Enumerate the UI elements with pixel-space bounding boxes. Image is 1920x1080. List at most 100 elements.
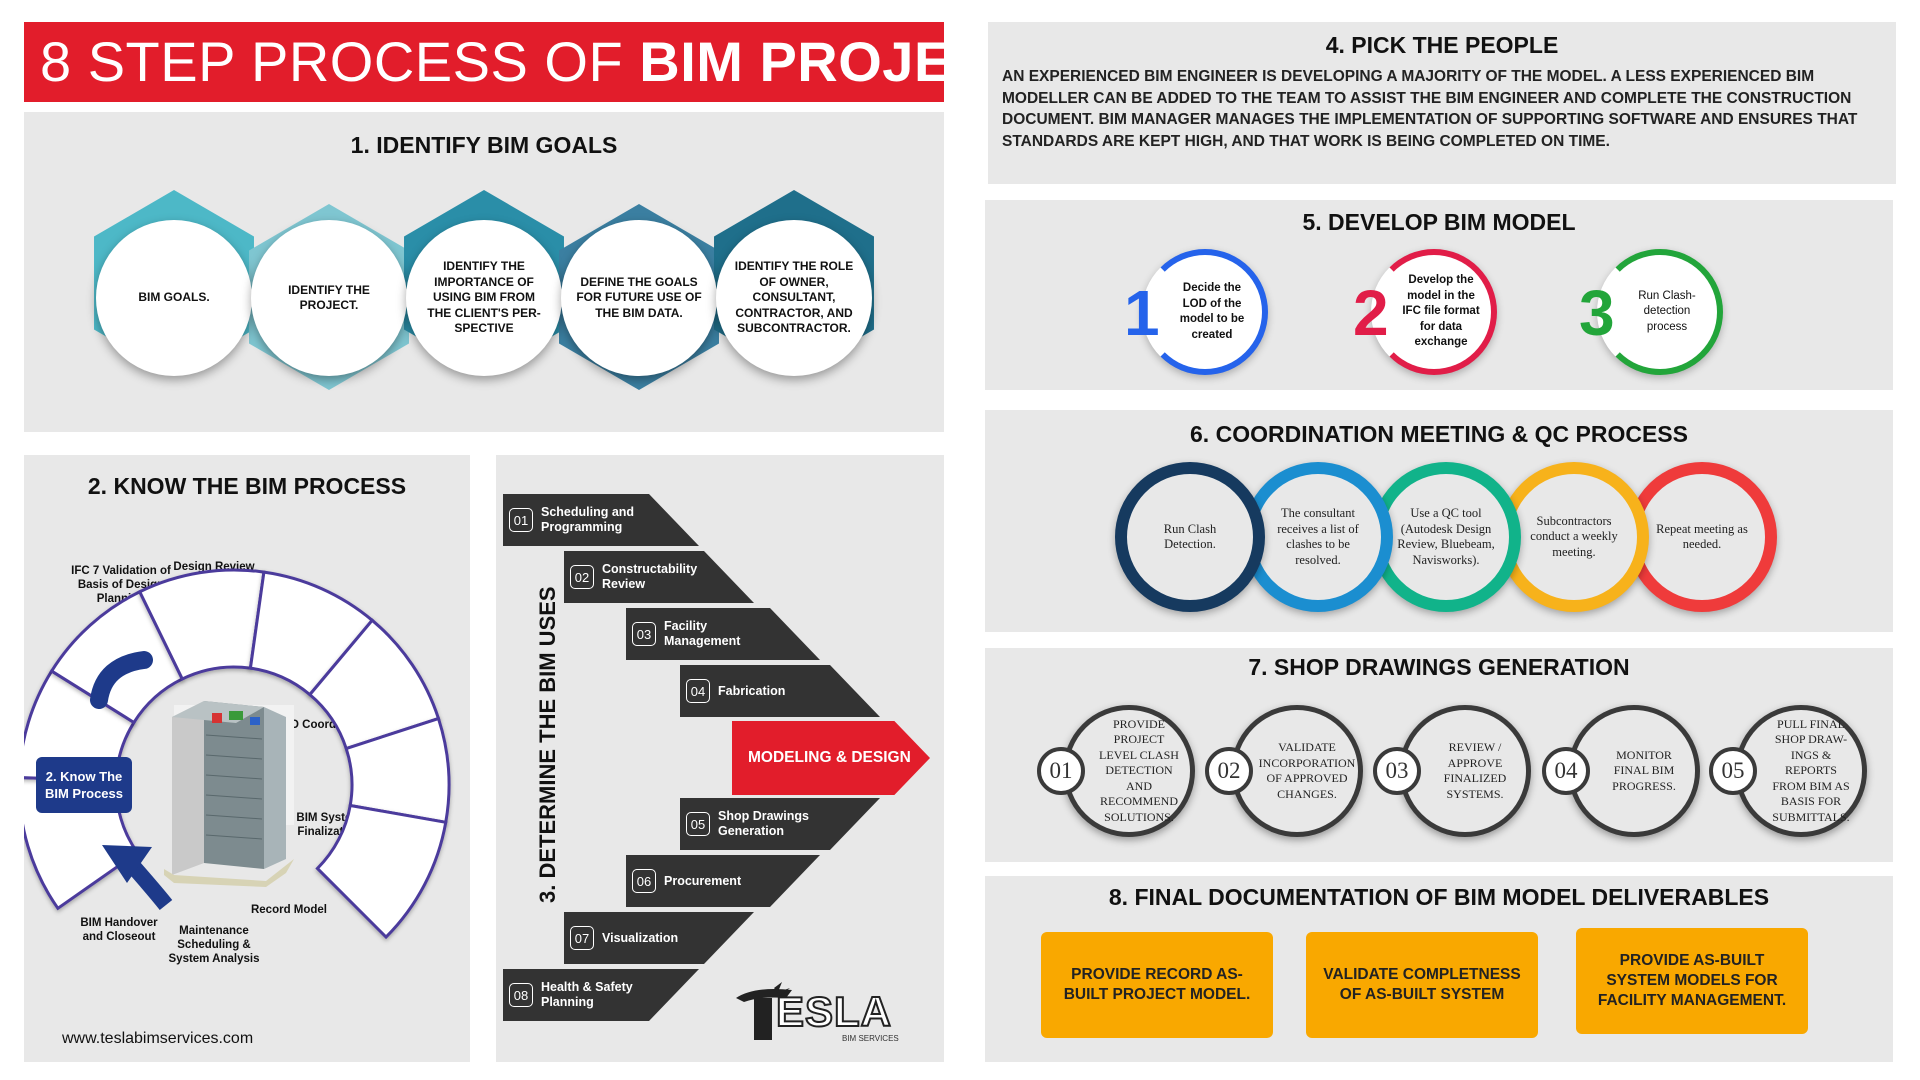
- wheel-segment-label: BIM Handover and Closeout: [80, 917, 158, 943]
- shop-drawing-number: 03: [1373, 747, 1421, 795]
- step8-panel: 8. FINAL DOCUMENTATION OF BIM MODEL DELI…: [985, 876, 1893, 1062]
- shop-drawing-text: MONITOR FINAL BIM PROGRESS.: [1612, 747, 1676, 793]
- qc-step-text: Repeat meeting as needed.: [1656, 521, 1748, 552]
- wheel-segment-label: Maintenance Scheduling & System Analysis: [168, 925, 260, 965]
- model-step-number: 2: [1353, 277, 1389, 349]
- model-step-ring: Decide the LOD of the model to be create…: [1142, 249, 1268, 375]
- bim-use-number: 08: [509, 983, 533, 1007]
- qc-step-text: Use a QC tool (Autodesk Design Review, B…: [1397, 506, 1495, 567]
- shop-drawing-text: VALIDATE INCORPORATION OF APPROVED CHANG…: [1258, 740, 1356, 801]
- segment-text: Maintenance Scheduling & System Analysis: [168, 925, 260, 965]
- shop-drawing-text: PULL FINAL SHOP DRAW-INGS & REPORTS FROM…: [1772, 716, 1850, 824]
- model-step-text: Develop the model in the IFC file format…: [1402, 274, 1480, 349]
- goal-item: IDENTIFY THE IMPORTANCE OF USING BIM FRO…: [406, 220, 562, 376]
- shop-drawing-number: 01: [1037, 747, 1085, 795]
- arrowhead-icon: [102, 845, 152, 883]
- model-step-text: Run Clash-detection process: [1638, 289, 1696, 333]
- title-prefix: 8 STEP PROCESS OF: [40, 30, 640, 93]
- segment-text: Record Model: [250, 904, 328, 916]
- goal-text: BIM GOALS.: [138, 290, 210, 305]
- bim-use-label: Constructability Review: [602, 562, 698, 591]
- qc-step-ring: Run Clash Detection.: [1115, 462, 1265, 612]
- bim-use-number: 03: [632, 622, 656, 646]
- goal-item: IDENTIFY THE ROLE OF OWNER, CONSULTANT, …: [716, 220, 872, 376]
- page-title: 8 STEP PROCESS OF BIM PROJECT: [24, 22, 1027, 102]
- shop-drawing-text: REVIEW / APPROVE FINALIZED SYSTEMS.: [1443, 740, 1507, 801]
- qc-step-ring: Repeat meeting as needed.: [1627, 462, 1777, 612]
- shop-drawing-ring: PULL FINAL SHOP DRAW-INGS & REPORTS FROM…: [1735, 705, 1867, 837]
- qc-step-ring: The consultant receives a list of clashe…: [1243, 462, 1393, 612]
- wheel-segment-label: Record Model: [250, 904, 328, 916]
- deliverable-text: PROVIDE RECORD AS-BUILT PROJECT MODEL.: [1063, 966, 1251, 1003]
- qc-step-text: Subcontractors conduct a weekly meeting.: [1530, 513, 1618, 559]
- building-illustration: [164, 701, 294, 887]
- model-step-text: Decide the LOD of the model to be create…: [1179, 282, 1245, 341]
- wheel-segment: [315, 803, 448, 940]
- qc-step-ring: Use a QC tool (Autodesk Design Review, B…: [1371, 462, 1521, 612]
- goal-item: DEFINE THE GOALS FOR FUTURE USE OF THE B…: [561, 220, 717, 376]
- goal-text: IDENTIFY THE PROJECT.: [288, 282, 370, 313]
- model-step-ring: Develop the model in the IFC file format…: [1371, 249, 1497, 375]
- modeling-design-arrow: MODELING & DESIGN: [732, 721, 930, 795]
- wheel-center-label: 2. Know The BIM Process: [36, 757, 132, 813]
- qc-step-text: The consultant receives a list of clashe…: [1277, 506, 1359, 567]
- model-step-ring: Run Clash-detection process: [1597, 249, 1723, 375]
- logo-subtext: BIM SERVICES: [842, 1034, 899, 1043]
- arrow-icon: [90, 651, 153, 709]
- modeling-design-label: MODELING & DESIGN: [748, 749, 911, 766]
- wheel-center-text: 2. Know The BIM Process: [44, 769, 124, 801]
- bim-use-item: 04 Fabrication: [680, 665, 880, 717]
- bim-use-number: 01: [509, 508, 533, 532]
- step6-title: 6. COORDINATION MEETING & QC PROCESS: [1190, 421, 1688, 447]
- step4-panel: 4. PICK THE PEOPLE AN EXPERIENCED BIM EN…: [988, 22, 1896, 184]
- deliverable-box: PROVIDE RECORD AS-BUILT PROJECT MODEL.: [1041, 932, 1273, 1038]
- bim-use-number: 06: [632, 869, 656, 893]
- step7-panel: 7. SHOP DRAWINGS GENERATION PROVIDE PROJ…: [985, 648, 1893, 862]
- model-step-number: 3: [1579, 277, 1615, 349]
- website-link[interactable]: www.teslabimservices.com: [62, 1030, 254, 1047]
- step5-title: 5. DEVELOP BIM MODEL: [1302, 209, 1576, 235]
- bim-use-label: Fabrication: [718, 683, 786, 698]
- title-bold: BIM PROJECT: [639, 30, 1028, 93]
- model-step-number: 1: [1124, 277, 1160, 349]
- deliverable-text: VALIDATE COMPLETNESS OF AS-BUILT SYSTEM: [1323, 966, 1521, 1003]
- bim-use-label: Shop Drawings Generation: [718, 809, 809, 838]
- bim-use-item: 07 Visualization: [564, 912, 754, 964]
- goal-text: IDENTIFY THE IMPORTANCE OF USING BIM FRO…: [427, 259, 541, 336]
- step2-panel: 2. KNOW THE BIM PROCESS IFC 7 Validation…: [24, 455, 470, 1062]
- step5-panel: 5. DEVELOP BIM MODEL Decide the LOD of t…: [985, 200, 1893, 390]
- qc-step-ring: Subcontractors conduct a weekly meeting.: [1499, 462, 1649, 612]
- bim-use-number: 05: [686, 812, 710, 836]
- bim-use-label: Procurement: [664, 873, 742, 888]
- step6-panel: 6. COORDINATION MEETING & QC PROCESS Run…: [985, 410, 1893, 632]
- goal-item: IDENTIFY THE PROJECT.: [251, 220, 407, 376]
- bim-use-label: Health & Safety Planning: [541, 980, 633, 1009]
- shop-drawing-number: 05: [1709, 747, 1757, 795]
- bim-use-number: 07: [570, 926, 594, 950]
- bim-use-number: 04: [686, 679, 710, 703]
- bim-process-wheel: IFC 7 Validation of Basis of Design Plan…: [24, 561, 451, 965]
- shop-drawing-number: 04: [1542, 747, 1590, 795]
- step4-body: AN EXPERIENCED BIM ENGINEER IS DEVELOPIN…: [1002, 68, 1858, 150]
- goal-item: BIM GOALS.: [96, 220, 252, 376]
- deliverable-text: PROVIDE AS-BUILT SYSTEM MODELS FOR FACIL…: [1597, 952, 1787, 1009]
- logo-text: ESLA: [775, 987, 893, 1036]
- step1-title: 1. IDENTIFY BIM GOALS: [350, 132, 618, 158]
- segment-text: BIM Handover and Closeout: [80, 917, 158, 943]
- goal-text: DEFINE THE GOALS FOR FUTURE USE OF THE B…: [576, 274, 702, 320]
- shop-drawing-number: 02: [1205, 747, 1253, 795]
- shop-drawing-ring: VALIDATE INCORPORATION OF APPROVED CHANG…: [1231, 705, 1363, 837]
- shop-drawing-text: PROVIDE PROJECT LEVEL CLASH DETECTION AN…: [1099, 716, 1179, 824]
- step1-panel: 1. IDENTIFY BIM GOALS BIM GOALS. IDENTIF…: [24, 112, 944, 432]
- tesla-t-icon: [736, 982, 792, 1040]
- tesla-logo: ESLA BIM SERVICES: [734, 976, 914, 1046]
- step4-title: 4. PICK THE PEOPLE: [1325, 32, 1559, 58]
- step8-title: 8. FINAL DOCUMENTATION OF BIM MODEL DELI…: [1108, 884, 1770, 910]
- step3-title: 3. DETERMINE THE BIM USES: [535, 586, 560, 903]
- step7-title: 7. SHOP DRAWINGS GENERATION: [1248, 654, 1630, 680]
- goal-text: IDENTIFY THE ROLE OF OWNER, CONSULTANT, …: [734, 259, 854, 336]
- deliverable-box: PROVIDE AS-BUILT SYSTEM MODELS FOR FACIL…: [1576, 928, 1808, 1034]
- bim-use-label: Visualization: [602, 930, 679, 945]
- step2-title: 2. KNOW THE BIM PROCESS: [87, 473, 407, 499]
